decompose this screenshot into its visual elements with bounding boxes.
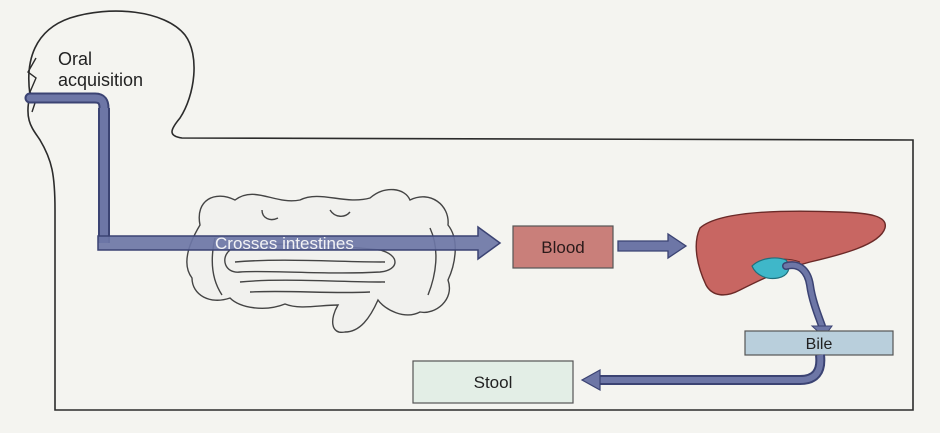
blood-label: Blood [541,238,584,257]
crosses-intestines-label: Crosses intestines [215,234,354,253]
stool-label: Stool [474,373,513,392]
stool-arrowhead [582,370,600,390]
blood-to-liver-arrow [618,234,686,258]
oral-label-line2: acquisition [58,70,143,90]
liver-illustration [696,211,885,295]
oral-label-line1: Oral [58,49,92,69]
bile-label: Bile [806,336,833,353]
bile-to-stool-arrow [600,355,820,380]
gallbladder-to-bile-arrow-fill [786,265,822,326]
intestines-illustration [187,190,455,333]
